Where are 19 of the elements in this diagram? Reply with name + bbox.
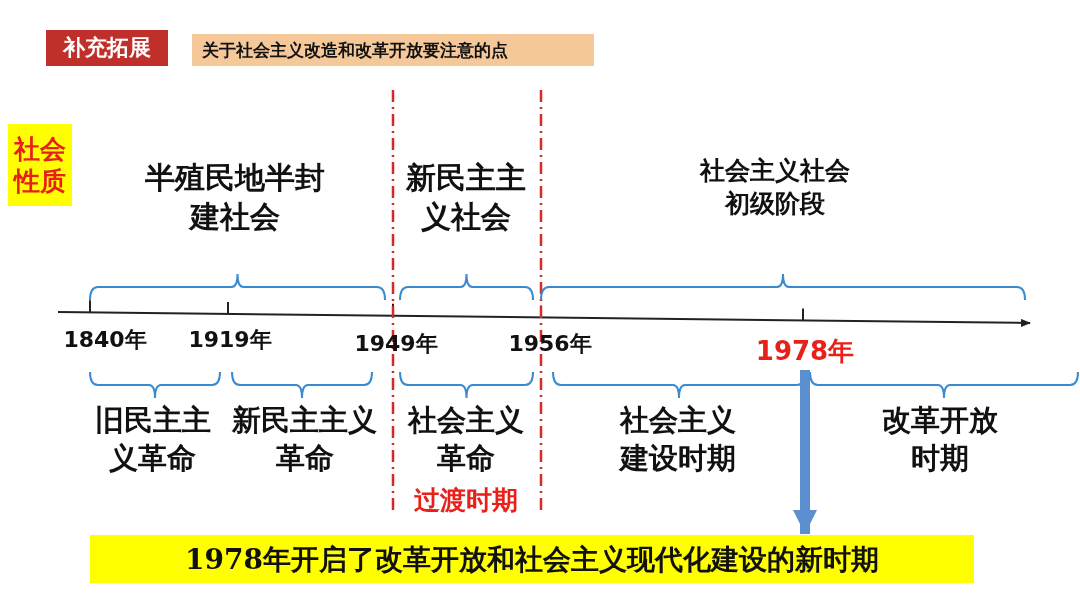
stage-label: 改革开放时期 bbox=[881, 402, 999, 477]
stage-label: 新民主主义革命 bbox=[231, 402, 379, 477]
year-label: 1956年 bbox=[507, 330, 593, 358]
year-label: 1978年 bbox=[750, 334, 860, 368]
year-label: 1949年 bbox=[353, 330, 439, 358]
period-note: 过渡时期 bbox=[413, 484, 519, 517]
category-tag: 社会性质 bbox=[8, 124, 72, 206]
title-banner: 关于社会主义改造和改革开放要注意的点 bbox=[192, 34, 594, 66]
period-label: 新民主主义社会 bbox=[405, 159, 527, 236]
conclusion-banner: 1978年开启了改革开放和社会主义现代化建设的新时期 bbox=[90, 535, 974, 583]
section-tag: 补充拓展 bbox=[46, 30, 168, 66]
period-label: 半殖民地半封建社会 bbox=[144, 159, 326, 236]
year-label: 1840年 bbox=[62, 326, 148, 354]
stage-label: 社会主义革命 bbox=[406, 402, 525, 477]
stage-label: 旧民主主义革命 bbox=[94, 402, 212, 477]
period-label: 社会主义社会初级阶段 bbox=[698, 155, 851, 220]
stage-label: 社会主义建设时期 bbox=[618, 402, 737, 477]
arrow bbox=[793, 370, 817, 534]
year-label: 1919年 bbox=[187, 326, 273, 354]
